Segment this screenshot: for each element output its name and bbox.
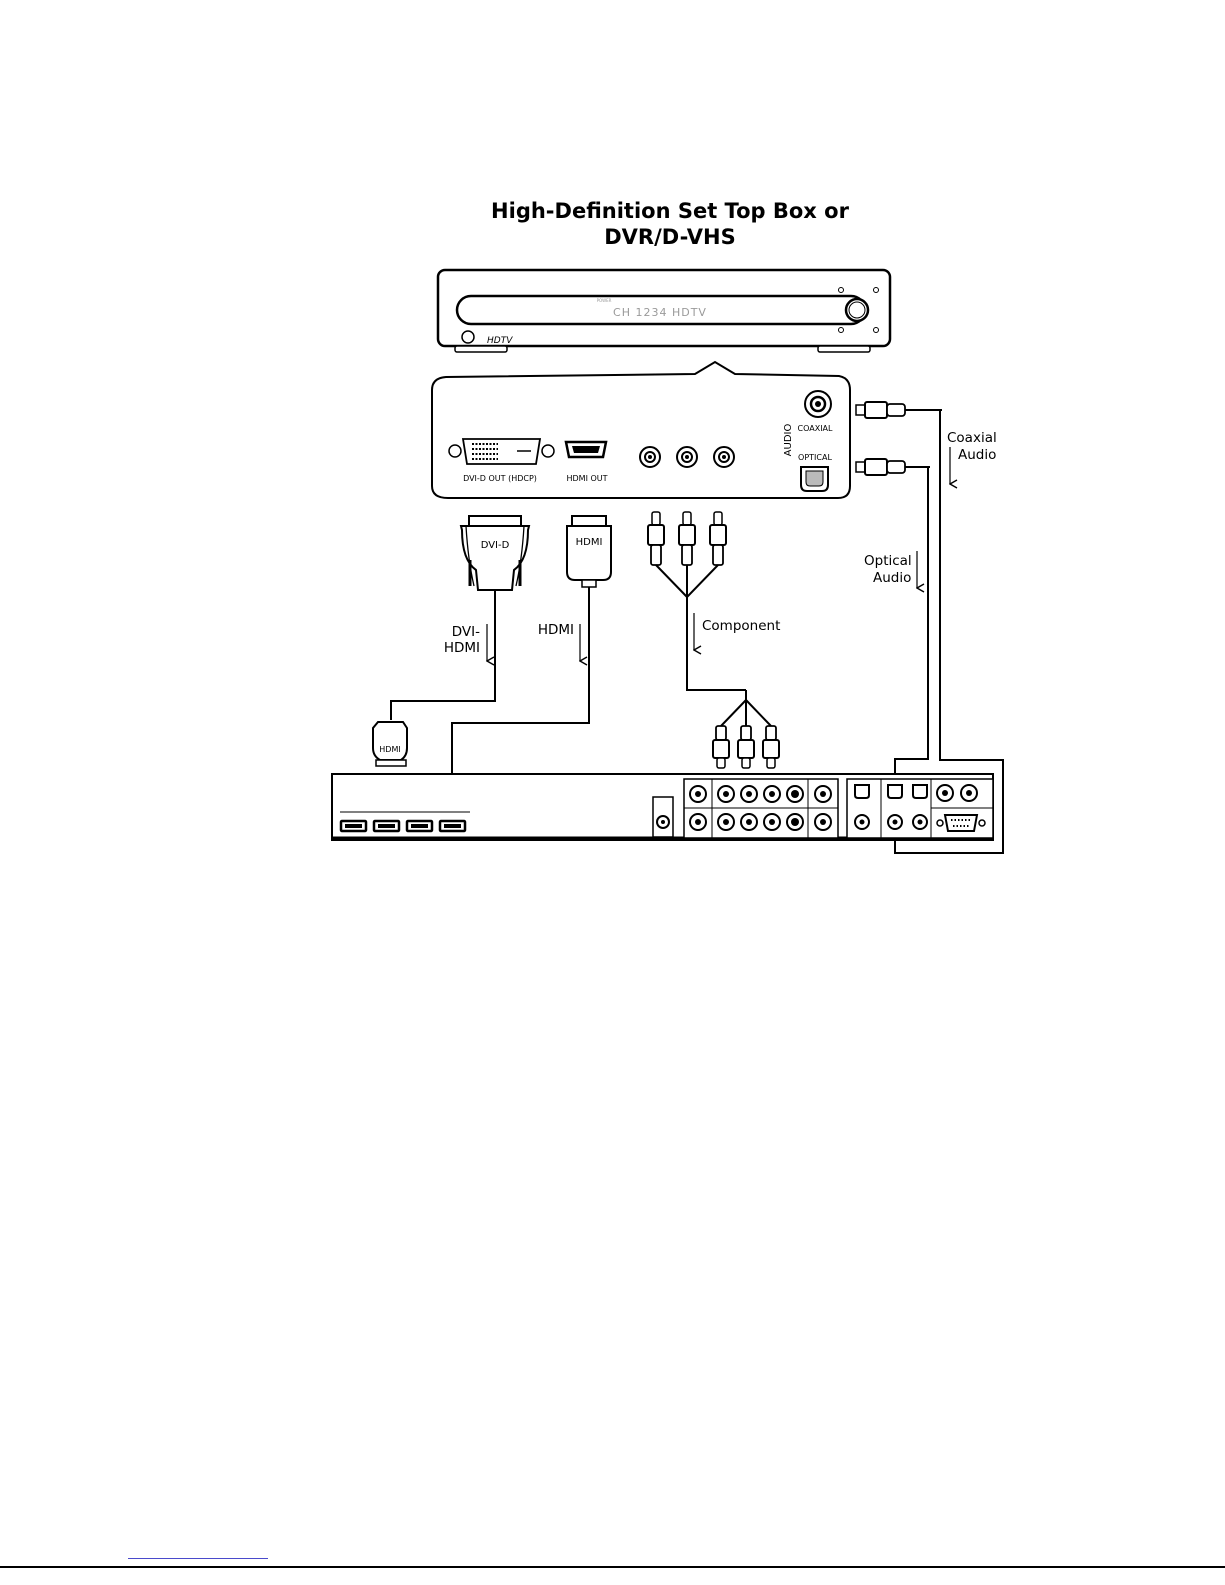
optical-label: OPTICAL	[798, 453, 832, 462]
tv-rear-panel	[332, 774, 993, 840]
footer-link-rule	[128, 1558, 268, 1559]
optical-cable	[895, 467, 928, 783]
dvi-port-label: DVI-D OUT (HDCP)	[463, 474, 537, 483]
stb-brand-text: HDTV	[487, 336, 513, 346]
hdmi-cable-label: HDMI	[538, 622, 574, 638]
component-plugs-bottom	[713, 726, 779, 768]
optical-plug-icon	[856, 459, 930, 475]
dvi-d-plug: DVI-D	[461, 516, 529, 590]
hdmi-plug-label: HDMI	[576, 537, 603, 548]
hdmi-plug: HDMI	[567, 516, 611, 587]
audio-label: AUDIO	[783, 424, 794, 457]
dvi-hdmi-label-2: HDMI	[444, 640, 480, 656]
optical-label-1: Optical	[864, 553, 912, 569]
optical-label-2: Audio	[873, 570, 911, 586]
dvi-plug-label: DVI-D	[481, 540, 510, 551]
coaxial-label: COAXIAL	[798, 424, 834, 433]
stb-rear-panel: DVI-D OUT (HDCP) HDMI OUT AUDIO COAXIAL …	[432, 362, 850, 498]
coaxial-label-2: Audio	[958, 447, 996, 463]
tv-mini-jack	[653, 797, 673, 837]
stb-power-label: POWER	[597, 298, 612, 303]
tv-hdmi-plug-label: HDMI	[379, 745, 400, 754]
tv-av-jacks	[684, 779, 838, 838]
hdmi-port-label: HDMI OUT	[566, 474, 607, 483]
component-cable-label: Component	[702, 618, 780, 634]
stb-model-text: CH 1234 HDTV	[613, 306, 707, 319]
tv-audio-jacks	[847, 779, 993, 838]
set-top-box: CH 1234 HDTV POWER HDTV	[438, 270, 890, 352]
coaxial-label-1: Coaxial	[947, 430, 997, 446]
coaxial-plug-icon	[856, 402, 942, 418]
component-plugs-top	[648, 512, 726, 565]
footer-rule	[0, 1566, 1225, 1568]
dvi-hdmi-label-1: DVI-	[452, 624, 480, 640]
component-out-jacks	[640, 447, 734, 467]
standby-button-icon	[462, 331, 474, 343]
tv-hdmi-plug: HDMI	[373, 722, 407, 766]
